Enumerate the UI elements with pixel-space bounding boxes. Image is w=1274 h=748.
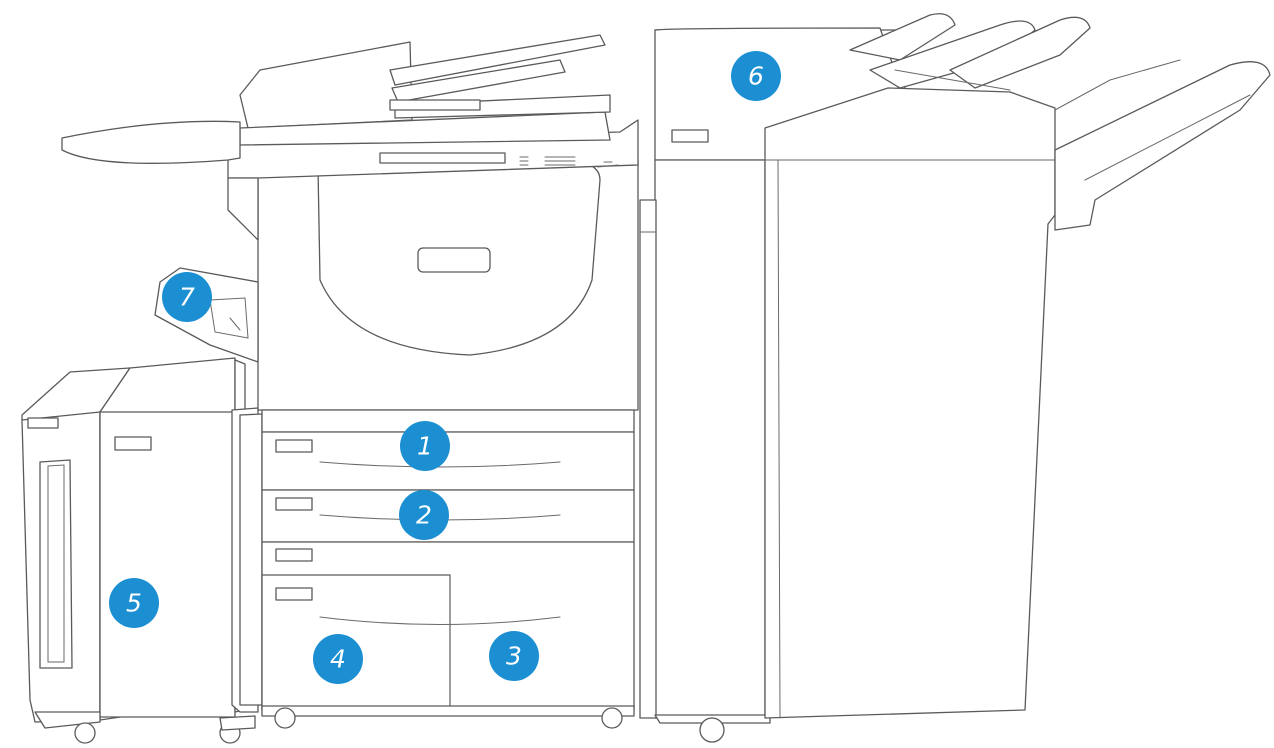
callout-tray-2-label: 2 (416, 501, 432, 530)
output-tray (1054, 61, 1271, 231)
callout-tray-1-label: 1 (417, 432, 433, 461)
callout-bypass-tray: 7 (162, 272, 212, 322)
front-door-handle[interactable] (417, 247, 491, 273)
callout-bypass-tray-label: 7 (179, 283, 195, 312)
callout-tray-3-label: 3 (506, 642, 522, 671)
feeder-label-slot (114, 436, 152, 451)
work-surface (61, 120, 241, 164)
printer-main-body (61, 34, 639, 729)
finisher (639, 13, 1271, 743)
callout-finisher-label: 6 (748, 62, 764, 91)
high-capacity-feeder (21, 357, 256, 744)
callout-tray-4-label: 4 (330, 645, 346, 674)
callout-high-capacity-feeder-label: 5 (126, 589, 142, 618)
callout-tray-2: 2 (399, 490, 449, 540)
document-feeder (239, 41, 413, 129)
control-panel-display[interactable] (379, 152, 506, 164)
feeder-handle[interactable] (39, 459, 73, 669)
callout-high-capacity-feeder: 5 (109, 578, 159, 628)
callout-tray-3: 3 (489, 631, 539, 681)
callout-tray-4: 4 (313, 634, 363, 684)
callout-tray-1: 1 (400, 421, 450, 471)
callout-finisher: 6 (731, 51, 781, 101)
